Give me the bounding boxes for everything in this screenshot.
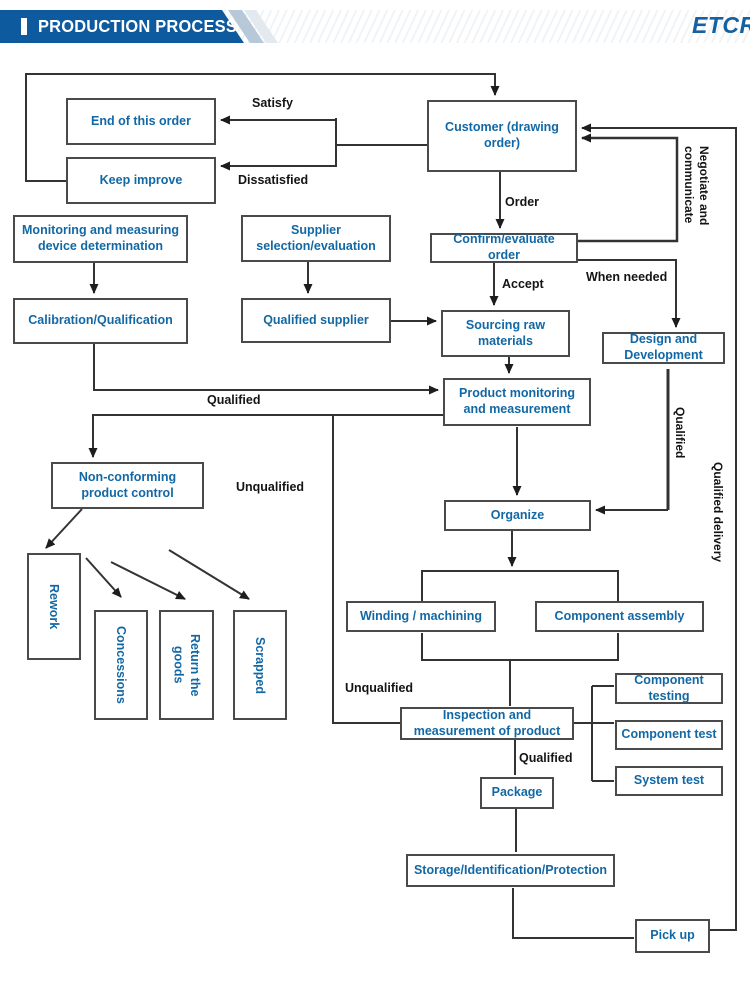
node-design-development: Design and Development — [602, 332, 725, 364]
label-order: Order — [505, 195, 540, 209]
node-return-goods: Return the goods — [159, 610, 214, 720]
label-qualified-design: Qualified — [673, 407, 687, 459]
node-calibration: Calibration/Qualification — [13, 298, 188, 344]
node-confirm-order: Confirm/evaluate order — [430, 232, 578, 263]
label-satisfy: Satisfy — [252, 96, 293, 110]
node-package: Package — [480, 777, 554, 809]
label-dissatisfied: Dissatisfied — [238, 173, 309, 187]
node-supplier-selection: Supplier selection/evaluation — [241, 215, 391, 262]
node-scrapped: Scrapped — [233, 610, 287, 720]
node-return-goods-label: Return the goods — [171, 633, 202, 697]
node-storage: Storage/Identification/Protection — [406, 854, 615, 887]
node-customer: Customer (drawing order) — [427, 100, 577, 172]
brand-logo: ETCR — [692, 12, 750, 38]
node-rework-label: Rework — [47, 583, 62, 630]
label-unqualified-inspection: Unqualified — [345, 681, 414, 695]
node-system-test: System test — [615, 766, 723, 796]
node-concessions: Concessions — [94, 610, 148, 720]
label-qualified-calibration: Qualified — [207, 393, 261, 407]
page-title: PRODUCTION PROCESS — [38, 16, 237, 36]
node-component-test: Component test — [615, 720, 723, 750]
header-banner — [0, 10, 244, 43]
node-qualified-supplier: Qualified supplier — [241, 298, 391, 343]
label-qualified-inspection: Qualified — [519, 751, 573, 765]
node-keep-improve: Keep improve — [66, 157, 216, 204]
node-monitoring-device: Monitoring and measuring device determin… — [13, 215, 188, 263]
node-inspection: Inspection and measurement of product — [400, 707, 574, 740]
node-sourcing-raw-materials: Sourcing raw materials — [441, 310, 570, 357]
node-rework: Rework — [27, 553, 81, 660]
node-organize: Organize — [444, 500, 591, 531]
node-component-assembly: Component assembly — [535, 601, 704, 632]
node-scrapped-label: Scrapped — [253, 636, 268, 694]
node-product-monitoring: Product monitoring and measurement — [443, 378, 591, 426]
banner-tick-mark — [21, 18, 27, 35]
label-unqualified-monitoring: Unqualified — [236, 480, 305, 494]
node-concessions-label: Concessions — [114, 626, 129, 704]
node-non-conforming-control: Non-conforming product control — [51, 462, 204, 509]
node-pickup: Pick up — [635, 919, 710, 953]
node-end-of-order: End of this order — [66, 98, 216, 145]
node-winding-machining: Winding / machining — [346, 601, 496, 632]
label-negotiate-communicate: Negotiate and communicate — [682, 146, 711, 226]
label-when-needed: When needed — [586, 270, 668, 284]
node-component-testing: Component testing — [615, 673, 723, 704]
label-accept: Accept — [502, 277, 544, 291]
label-qualified-delivery: Qualified delivery — [711, 462, 725, 563]
